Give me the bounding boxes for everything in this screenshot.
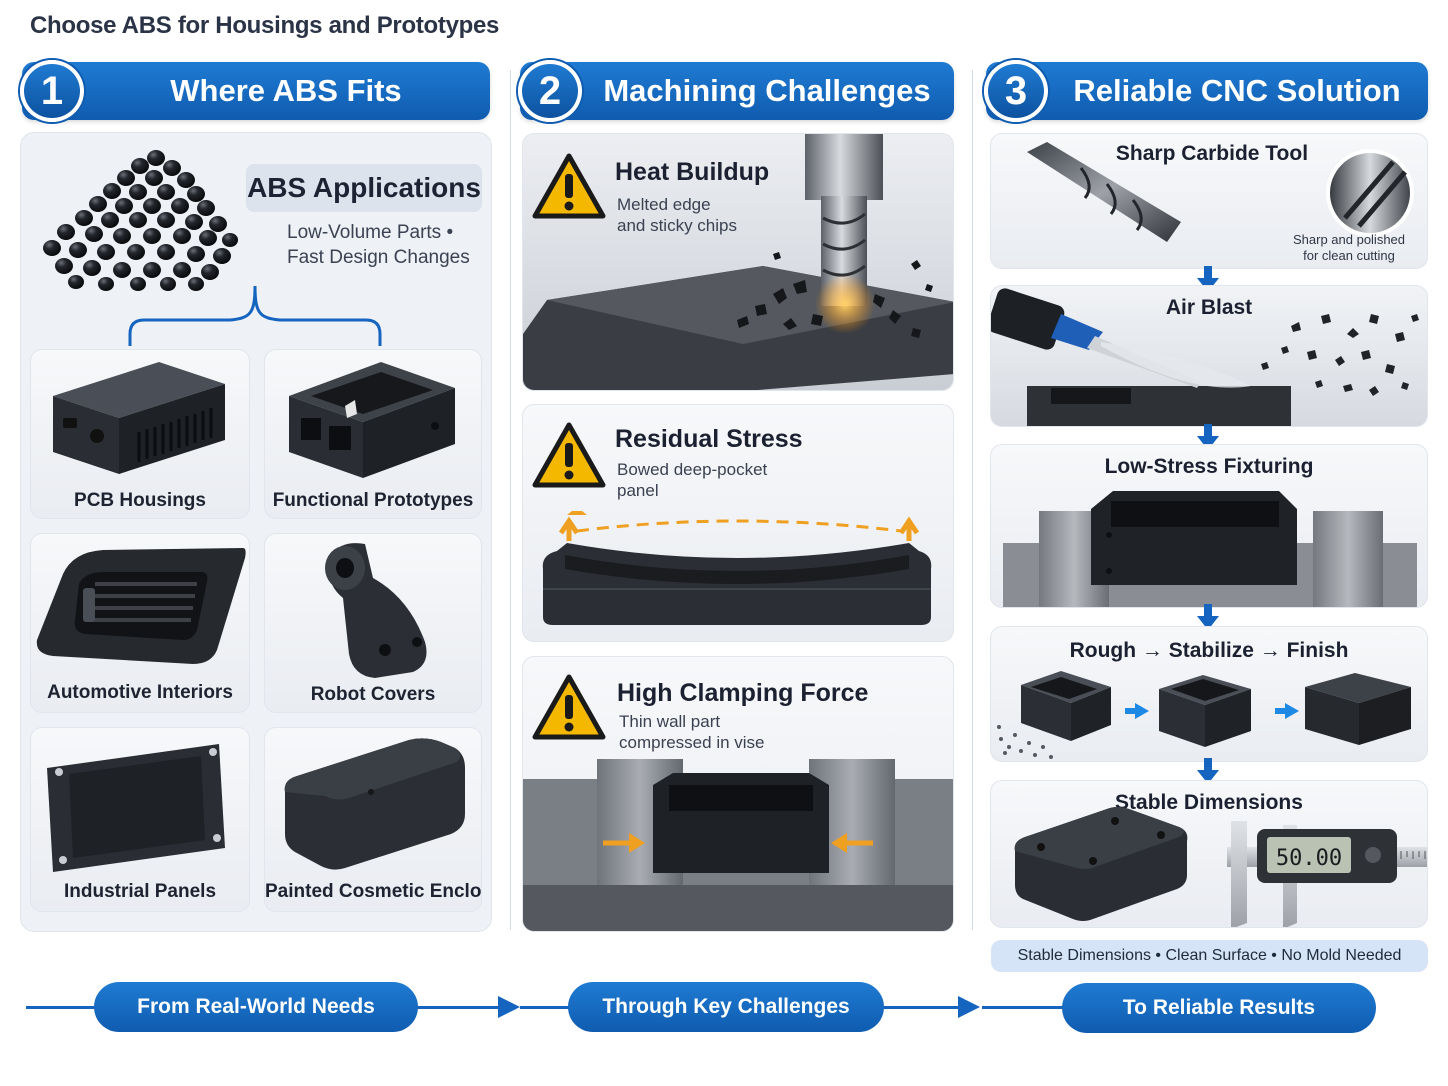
solution-summary-bar: Stable Dimensions • Clean Surface • No M… xyxy=(991,940,1428,972)
column-title-1: Where ABS Fits xyxy=(170,73,402,108)
flow-step-2: Through Key Challenges xyxy=(568,982,884,1032)
challenge-desc-high-clamping-force: Thin wall part compressed in vise xyxy=(619,711,765,753)
column-title-3: Reliable CNC Solution xyxy=(1073,73,1401,108)
low-stress-fixture-image xyxy=(1003,491,1417,607)
app-card-robot-covers: Robot Covers xyxy=(264,533,482,713)
flow-step-3: To Reliable Results xyxy=(1062,983,1376,1033)
abs-applications-subtitle: Low-Volume Parts • Fast Design Changes xyxy=(287,220,470,270)
abs-applications-box: ABS Applications xyxy=(246,164,482,212)
column-title-2: Machining Challenges xyxy=(603,73,931,108)
challenge-card-high-clamping-force: High Clamping Force Thin wall part compr… xyxy=(522,656,954,932)
app-card-automotive-interiors: Automotive Interiors xyxy=(30,533,250,713)
challenge-title-heat-buildup: Heat Buildup xyxy=(615,158,770,186)
abs-applications-heading: ABS Applications xyxy=(247,172,481,203)
desc-line-2: compressed in vise xyxy=(619,733,765,752)
subtitle-line-2: Fast Design Changes xyxy=(287,247,470,268)
flow-line xyxy=(982,1006,1102,1009)
column-divider xyxy=(510,70,511,930)
desc-line-2: panel xyxy=(617,481,659,500)
solution-title-air-blast: Air Blast xyxy=(1165,296,1253,319)
challenge-title-high-clamping-force: High Clamping Force xyxy=(617,679,869,707)
solution-card-stable-dimensions: Stable Dimensions 50.00 xyxy=(990,780,1428,928)
automotive-vent-image xyxy=(36,548,246,664)
functional-prototype-image xyxy=(289,362,455,478)
flow-arrow-icon xyxy=(958,996,980,1018)
solution-card-air-blast: Air Blast xyxy=(990,285,1428,427)
page-title: Choose ABS for Housings and Prototypes xyxy=(30,12,500,39)
app-card-functional-prototypes: Functional Prototypes xyxy=(264,349,482,519)
column-header-1: 1 Where ABS Fits xyxy=(20,60,490,122)
challenge-title-residual-stress: Residual Stress xyxy=(615,425,803,453)
app-card-pcb-housings: PCB Housings xyxy=(30,349,250,519)
desc-line-1: Melted edge xyxy=(617,195,711,214)
desc-line-1: Bowed deep-pocket xyxy=(617,460,768,479)
desc-line-2: and sticky chips xyxy=(617,216,737,235)
step-number-2: 2 xyxy=(518,60,582,122)
tool-note-line-2: for clean cutting xyxy=(1303,248,1395,263)
app-card-painted-cosmetic-enclosure: Painted Cosmetic Enclosure xyxy=(264,727,482,912)
step-number-1: 1 xyxy=(20,60,84,122)
solution-title-sharp-carbide-tool: Sharp Carbide Tool xyxy=(1115,142,1309,165)
tool-note: Sharp and polished for clean cutting xyxy=(1277,232,1421,264)
challenge-desc-residual-stress: Bowed deep-pocket panel xyxy=(617,459,767,501)
down-arrow-icon xyxy=(1197,424,1219,450)
solution-title-rough-stabilize-finish: Rough → Stabilize → Finish xyxy=(1069,639,1349,662)
down-arrow-icon xyxy=(1197,604,1219,630)
app-card-industrial-panels: Industrial Panels xyxy=(30,727,250,912)
industrial-panel-image xyxy=(47,744,225,872)
subtitle-line-1: Low-Volume Parts • xyxy=(287,222,454,243)
down-arrow-icon xyxy=(1197,758,1219,784)
pcb-housing-image xyxy=(53,362,225,474)
carbide-tool-image xyxy=(1027,142,1181,242)
solution-card-low-stress-fixturing: Low-Stress Fixturing xyxy=(990,444,1428,608)
app-label-painted-cosmetic-enclosure: Painted Cosmetic Enclosure xyxy=(265,881,482,902)
app-label-functional-prototypes: Functional Prototypes xyxy=(272,490,474,511)
caliper-reading: 50.00 xyxy=(1276,846,1342,871)
column-divider xyxy=(972,70,973,930)
app-label-industrial-panels: Industrial Panels xyxy=(63,881,217,902)
air-blast-scene xyxy=(991,288,1419,426)
app-label-robot-covers: Robot Covers xyxy=(310,684,436,705)
warning-icon xyxy=(532,674,606,740)
challenge-desc-heat-buildup: Melted edge and sticky chips xyxy=(617,194,737,236)
heat-buildup-scene xyxy=(523,134,953,390)
challenge-card-heat-buildup: Heat Buildup Melted edge and sticky chip… xyxy=(522,133,954,391)
column-header-3: 3 Reliable CNC Solution xyxy=(984,60,1428,122)
flow-step-1: From Real-World Needs xyxy=(94,982,418,1032)
rough-stabilize-finish-sequence xyxy=(997,671,1411,759)
warning-icon xyxy=(532,422,606,488)
digital-caliper-image: 50.00 xyxy=(1227,821,1427,927)
finished-part-image xyxy=(1014,807,1188,921)
tool-note-line-1: Sharp and polished xyxy=(1292,232,1406,247)
bowed-panel-image xyxy=(542,511,932,625)
desc-line-1: Thin wall part xyxy=(619,712,721,731)
solution-title-stable-dimensions: Stable Dimensions xyxy=(1115,791,1303,814)
column-header-2: 2 Machining Challenges xyxy=(518,60,954,122)
app-label-pcb-housings: PCB Housings xyxy=(74,490,206,511)
challenge-card-residual-stress: Residual Stress Bowed deep-pocket panel xyxy=(522,404,954,642)
solution-card-sharp-carbide-tool: Sharp Carbide Tool Sharp and polished fo… xyxy=(990,133,1428,269)
bracket-connector xyxy=(128,285,382,346)
abs-pellets-image xyxy=(43,150,238,291)
flow-arrow-icon xyxy=(498,996,520,1018)
warning-icon xyxy=(532,153,606,219)
solution-card-rough-stabilize-finish: Rough → Stabilize → Finish xyxy=(990,626,1428,762)
solution-title-low-stress-fixturing: Low-Stress Fixturing xyxy=(1104,455,1314,478)
cosmetic-enclosure-image xyxy=(284,738,465,870)
vise-clamp-image xyxy=(523,759,953,931)
step-number-3: 3 xyxy=(984,60,1048,122)
app-label-automotive-interiors: Automotive Interiors xyxy=(47,682,233,703)
robot-cover-image xyxy=(325,543,427,678)
tool-closeup-icon xyxy=(1326,149,1414,237)
